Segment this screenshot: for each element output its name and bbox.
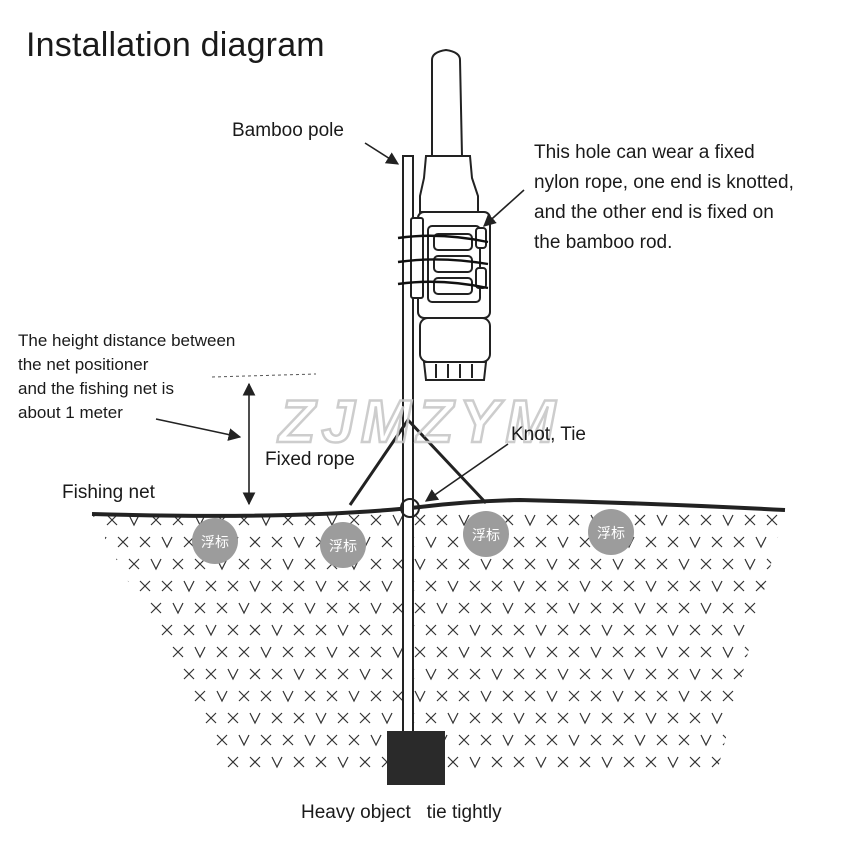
hole-note-line-3: and the other end is fixed on [534, 202, 774, 223]
heavy-object-label: Heavy object tie tightly [301, 802, 502, 823]
fixed-rope [348, 417, 488, 518]
height-note-line-3: and the fishing net is [18, 379, 174, 398]
height-note-line-2: the net positioner [18, 355, 149, 374]
heavy-object [387, 731, 445, 785]
hole-note-line-4: the bamboo rod. [534, 232, 673, 253]
float-2: 浮标 [320, 522, 366, 568]
float-1: 浮标 [192, 518, 238, 564]
fishing-net-top-rope [91, 497, 786, 518]
diagram-title: Installation diagram [26, 26, 325, 64]
float-label-2: 浮标 [329, 539, 357, 555]
height-note-line-4: about 1 meter [18, 403, 123, 422]
float-4: 浮标 [588, 509, 634, 555]
pointer-arrows [155, 142, 525, 502]
hole-note-line-1: This hole can wear a fixed [534, 142, 755, 163]
float-label-4: 浮标 [597, 526, 625, 542]
net-positioner-device [410, 48, 491, 381]
fishing-net-label: Fishing net [62, 482, 155, 503]
knot-tie-label: Knot, Tie [511, 424, 586, 445]
fixed-rope-label: Fixed rope [265, 449, 355, 470]
floats: 浮标 浮标 浮标 浮标 [192, 509, 634, 568]
fishing-net-mesh [92, 514, 785, 769]
float-label-1: 浮标 [201, 535, 229, 551]
height-dimension [211, 373, 317, 506]
rope-wraps [397, 234, 489, 290]
brand-watermark: ZJMZYM [277, 388, 562, 455]
bamboo-pole-label: Bamboo pole [232, 120, 344, 141]
hole-note-line-2: nylon rope, one end is knotted, [534, 172, 794, 193]
float-label-3: 浮标 [472, 528, 500, 544]
float-3: 浮标 [463, 511, 509, 557]
hole-note: This hole can wear a fixed nylon rope, o… [534, 138, 794, 258]
height-note: The height distance between the net posi… [18, 329, 235, 425]
height-note-line-1: The height distance between [18, 331, 236, 350]
